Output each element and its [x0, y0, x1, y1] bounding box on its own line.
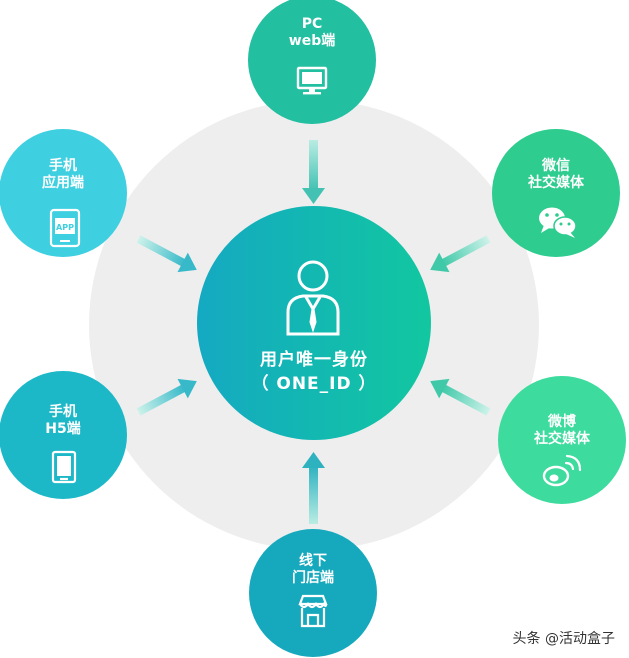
- arrow-app: [136, 235, 197, 273]
- pc-label: PC web端: [247, 16, 377, 50]
- app-label: 手机 应用端: [0, 158, 128, 192]
- h5-label: 手机 H5端: [0, 404, 128, 438]
- weibo-label-line1: 微博: [548, 414, 576, 430]
- center-label-line2: （ ONE_ID ）: [251, 374, 377, 395]
- monitor-icon: [296, 66, 328, 95]
- app-label-line1: 手机: [49, 158, 77, 174]
- pc-label-line2: web端: [288, 32, 336, 49]
- app-icon-text: APP: [56, 223, 74, 232]
- watermark: 头条 @活动盒子: [512, 631, 615, 647]
- weibo-icon: [542, 454, 582, 487]
- app-icon: APP: [49, 208, 81, 248]
- node-app: [0, 129, 127, 257]
- node-weibo: [498, 376, 626, 504]
- center-label: 用户唯一身份 （ ONE_ID ）: [204, 350, 424, 395]
- h5-label-line2: H5端: [45, 420, 81, 437]
- arrow-wechat: [430, 235, 491, 273]
- node-offline: [249, 529, 377, 657]
- arrow-offline: [302, 452, 325, 524]
- node-wechat: [492, 129, 620, 257]
- pc-label-line1: PC: [301, 16, 323, 32]
- arrow-h5: [136, 378, 197, 416]
- arrow-pc: [302, 140, 325, 204]
- h5-label-line1: 手机: [49, 404, 77, 420]
- offline-label-line1: 线下: [299, 553, 327, 569]
- wechat-label-line2: 社交媒体: [528, 174, 584, 191]
- node-h5: [0, 371, 127, 499]
- weibo-label-line2: 社交媒体: [534, 430, 590, 447]
- node-pc: [248, 0, 376, 124]
- offline-label-line2: 门店端: [292, 569, 334, 586]
- arrow-weibo: [430, 378, 491, 416]
- wechat-icon: [539, 207, 577, 238]
- tablet-icon: [51, 450, 77, 484]
- wechat-label-line1: 微信: [542, 158, 570, 174]
- wechat-label: 微信 社交媒体: [491, 158, 621, 192]
- offline-label: 线下 门店端: [248, 553, 378, 587]
- weibo-label: 微博 社交媒体: [497, 414, 627, 448]
- user-icon: [286, 260, 340, 336]
- store-icon: [298, 594, 328, 628]
- center-label-line1: 用户唯一身份: [260, 350, 368, 370]
- app-label-line2: 应用端: [42, 174, 84, 191]
